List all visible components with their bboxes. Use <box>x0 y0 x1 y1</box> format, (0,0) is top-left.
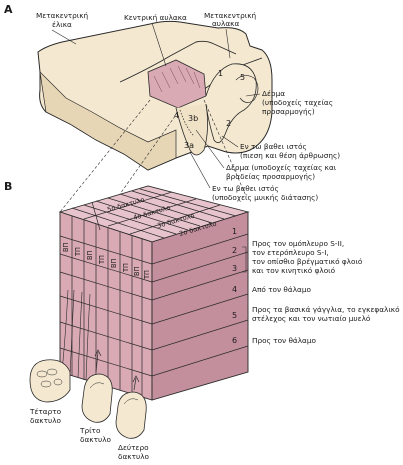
panel-label-b: B <box>4 180 12 193</box>
second-finger-nail <box>123 398 139 405</box>
layer-5-label: 5 <box>232 311 237 320</box>
leader-postcentral-sulcus <box>225 28 231 59</box>
annot-deep-pressure-l1: Εν τω βαθει ιστός <box>240 142 307 151</box>
annot-skin-fast-l3: προσαρμογής) <box>262 107 315 116</box>
area-3b-label: 3b <box>188 114 198 123</box>
layer-5-note-l2: στέλεχος και τον νωτιαίο μυελό <box>252 314 371 323</box>
leader-central-sulcus <box>151 22 167 67</box>
projection-dashes <box>59 99 247 213</box>
cortical-column-block <box>58 185 250 401</box>
postcentral-gyrus-label-l1: Μετακεντρική <box>36 11 88 20</box>
layer-4-label: 4 <box>232 285 237 294</box>
second-finger-label-l1: Δεύτερο <box>118 443 149 452</box>
postcentral-gyrus-label-l2: έλικα <box>52 20 72 29</box>
layer-23-note-l1: Προς τον ομόπλευρο S-II, <box>252 239 344 248</box>
annot-skin-fast-l2: (υποδοχείς ταχείας <box>262 98 333 107</box>
third-finger-arrowhead <box>94 349 102 357</box>
front-column-lines <box>71 216 143 397</box>
layer-6-label: 6 <box>232 336 237 345</box>
layer-23-note-l3: τον οπίσθιο βρέγματικό φλοιό <box>252 257 363 266</box>
annot-skin-mixed-l2: βραδείας προσαρμογής) <box>226 172 315 181</box>
gyrus-front-face <box>39 71 177 171</box>
annot-skin-mixed-l1: Δέρμα (υποδοχείς ταχείας και <box>226 163 337 172</box>
area-3a-label: 3a <box>184 141 194 150</box>
column-label-3: ΒΠ <box>86 250 94 260</box>
sulcus-section-fold <box>175 103 208 156</box>
second-finger-label-l2: δακτυλο <box>118 452 150 461</box>
block-side-face <box>151 211 249 401</box>
layer-5-note-l1: Προς τα βασικά γάγγλια, το εγκεφαλικό <box>252 305 400 314</box>
third-finger <box>81 373 113 423</box>
column-label-2: ΤΠ <box>74 247 82 257</box>
layer-23-note-l4: και τον κινητικό φλοιό <box>252 266 336 275</box>
area-1-fold <box>205 63 257 144</box>
front-layer-lines <box>59 235 153 377</box>
layer-1-label: 1 <box>232 227 237 236</box>
layer-2-label: 2 <box>232 246 237 255</box>
postcentral-sulcus-label-l1: Μετακεντρική <box>204 11 256 20</box>
area-1-label: 1 <box>218 69 223 78</box>
area-2-label: 2 <box>226 119 231 128</box>
postcentral-sulcus-label-l2: αυλακα <box>212 19 239 28</box>
central-sulcus-groove <box>119 40 237 83</box>
second-finger-arrow <box>133 377 137 391</box>
layer-6-note: Προς τον θάλαμο <box>252 336 316 345</box>
annot-deep-pressure-l2: (πιεση και θέση άρθρωσης) <box>240 151 340 160</box>
fourth-finger <box>29 359 71 403</box>
column-label-4: ΤΠ <box>98 255 106 265</box>
leader-skin-fast <box>245 93 261 97</box>
annot-deep-spindle-l2: (υποδοχείς μυικής διάτασης) <box>212 193 318 202</box>
layer-23-note-l2: τον ετερόπλευρο S-I, <box>252 248 329 257</box>
fourth-finger-label-l2: δακτυλο <box>30 416 62 425</box>
second-finger-arrowhead <box>132 375 140 383</box>
area-3b-outline <box>179 109 195 137</box>
third-finger-arrow <box>95 351 99 373</box>
third-finger-nail <box>89 382 105 389</box>
annot-deep-spindle-l1: Εν τω βαθει ιστός <box>212 184 279 193</box>
finger-illustrations <box>29 349 147 439</box>
area-5-label: 5 <box>240 73 245 82</box>
third-finger-label-l2: δακτυλο <box>80 435 112 444</box>
column-label-8: ΤΠ <box>143 270 151 280</box>
column-label-5: ΒΠ <box>110 258 118 268</box>
leader-skin-mixed <box>195 129 225 169</box>
third-finger-label-l1: Τρίτο <box>79 426 101 435</box>
leader-deep-spindle <box>189 151 211 189</box>
receptive-field-marks <box>36 368 63 388</box>
layer-2-3-bracket <box>242 246 247 273</box>
area-5-fold <box>235 75 259 103</box>
side-layer-lines <box>151 233 249 377</box>
column-label-7: ΒΠ <box>133 266 141 276</box>
cortex-gyri-illustration <box>37 20 273 171</box>
strip-hatching <box>153 65 201 93</box>
annot-skin-fast-l1: Δέρμα <box>262 89 285 98</box>
leader-postcentral-gyrus <box>51 29 77 45</box>
central-sulcus-label: Κεντρική αυλακα <box>124 13 187 22</box>
area-4-label: 4 <box>174 111 179 120</box>
fourth-finger-label-l1: Τέταρτο <box>29 407 62 416</box>
panel-label-a: A <box>4 3 13 16</box>
top-band-lines <box>83 191 221 235</box>
second-finger <box>115 391 147 439</box>
column-label-6: ΤΠ <box>122 263 130 273</box>
leader-deep-pressure <box>221 135 239 148</box>
layer-3-label: 3 <box>232 264 237 273</box>
layer-4-note: Από τον θάλαμο <box>252 285 311 294</box>
column-label-1: ΒΠ <box>62 242 70 252</box>
